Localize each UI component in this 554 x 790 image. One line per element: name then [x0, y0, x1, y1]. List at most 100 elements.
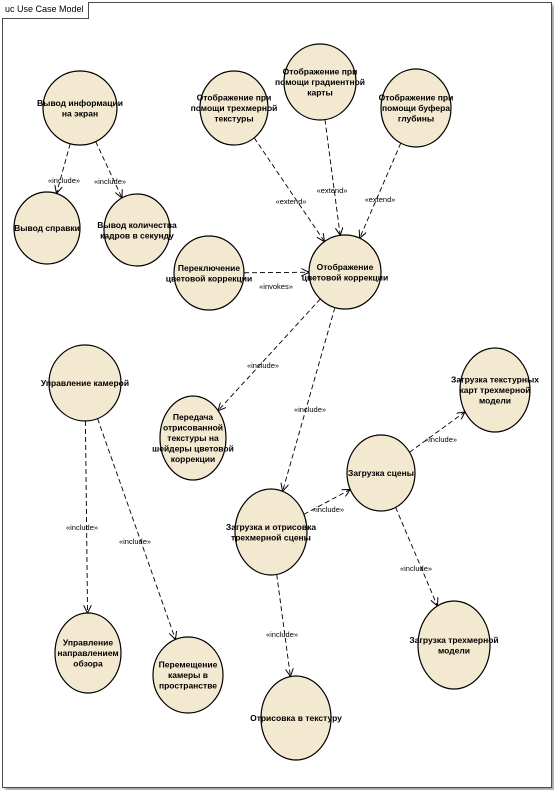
- usecase-ellipse[interactable]: [346, 434, 416, 512]
- usecase-label-line: Переключение: [178, 263, 240, 273]
- usecase-label: Отрисовка в текстуру: [250, 713, 342, 723]
- edge-gradmap-to-display_cc: [324, 119, 340, 236]
- usecase-label-line: Перемещение: [159, 660, 218, 670]
- usecase-ellipse[interactable]: [260, 675, 332, 761]
- edge-label-display_cc-to-pass_tex: «include»: [247, 361, 279, 370]
- usecase-ellipse[interactable]: [48, 344, 122, 422]
- edge-tex3d-to-display_cc: [253, 137, 324, 242]
- edge-label-camera-to-view_dir: «include»: [66, 523, 98, 532]
- usecase-load_scene[interactable]: Загрузка сцены: [346, 434, 416, 512]
- usecase-label-line: карт трехмерной: [459, 385, 530, 395]
- edge-label-load_scene-to-load_tex: «include»: [425, 435, 457, 444]
- usecase-render_tex[interactable]: Отрисовка в текстуру: [250, 675, 342, 761]
- usecase-label: Вывод справки: [14, 223, 80, 233]
- usecase-ellipse[interactable]: [173, 235, 245, 311]
- diagram-title-tab: uc Use Case Model: [2, 2, 89, 19]
- usecase-label-line: Загрузка сцены: [348, 468, 414, 478]
- edges-layer: «include» «include» «extend» «extend» «exten…: [48, 119, 465, 677]
- usecase-label-line: шейдеры цветовой: [152, 444, 234, 454]
- usecase-label-line: камеры в: [168, 670, 208, 680]
- edge-label-load_render-to-render_tex: «include»: [266, 630, 298, 639]
- usecase-ellipse[interactable]: [152, 636, 224, 714]
- usecase-label-line: на экран: [62, 108, 98, 118]
- usecase-label: Управление камерой: [41, 378, 129, 388]
- edge-camera-to-cam_move: [97, 418, 176, 640]
- usecase-label-line: обзора: [73, 659, 103, 669]
- edge-camera-to-view_dir: [85, 420, 87, 613]
- usecase-label-line: карты: [307, 88, 332, 98]
- usecase-camera[interactable]: Управление камерой: [41, 344, 129, 422]
- usecase-label-line: Загрузка текстурных: [451, 375, 539, 385]
- usecase-ellipse[interactable]: [13, 191, 81, 265]
- usecase-label-line: помощи градиентной: [275, 77, 365, 87]
- usecase-label-line: Отображение при: [197, 93, 272, 103]
- usecase-label-line: Загрузка трехмерной: [409, 635, 498, 645]
- usecase-label-line: Вывод количества: [97, 220, 177, 230]
- usecase-label-line: пространстве: [159, 681, 217, 691]
- usecase-label-line: модели: [479, 396, 511, 406]
- edge-load_scene-to-load_tex: [409, 412, 465, 453]
- usecase-label-line: Управление: [63, 638, 114, 648]
- edge-load_render-to-load_scene: [303, 489, 351, 515]
- edge-label-gradmap-to-display_cc: «extend»: [317, 186, 348, 195]
- usecase-ellipse[interactable]: [42, 70, 118, 146]
- edge-load_scene-to-load_model: [395, 507, 438, 606]
- usecase-label-line: кадров в секунду: [100, 230, 174, 240]
- usecase-ellipse[interactable]: [234, 488, 308, 576]
- usecase-label-line: Отображение: [317, 262, 374, 272]
- usecase-label-line: трехмерной сцены: [231, 532, 311, 542]
- usecase-label-line: коррекции: [171, 454, 215, 464]
- usecase-ellipse[interactable]: [308, 234, 382, 310]
- usecase-ellipse[interactable]: [103, 193, 171, 267]
- edge-label-display_cc-to-load_render: «include»: [294, 405, 326, 414]
- edge-label-depthbuf-to-display_cc: «extend»: [365, 195, 396, 204]
- usecase-label-line: Вывод информации: [37, 98, 123, 108]
- usecase-ellipse[interactable]: [283, 43, 357, 121]
- edge-load_render-to-render_tex: [276, 574, 291, 676]
- usecase-ellipse[interactable]: [380, 68, 452, 148]
- usecase-ellipse[interactable]: [159, 395, 227, 481]
- usecase-ellipse[interactable]: [417, 600, 491, 690]
- usecase-label: Загрузка сцены: [348, 468, 414, 478]
- usecase-ellipse[interactable]: [54, 612, 122, 694]
- usecase-label-line: помощи буфера: [382, 103, 450, 113]
- edge-label-output_info-to-fps: «include»: [94, 177, 126, 186]
- edge-label-load_render-to-load_scene: «include»: [312, 505, 344, 514]
- usecase-ellipse[interactable]: [199, 70, 269, 146]
- usecase-label-line: глубины: [398, 114, 434, 124]
- edge-label-output_info-to-help: «include»: [48, 176, 80, 185]
- edge-depthbuf-to-display_cc: [360, 142, 402, 238]
- usecase-ellipse[interactable]: [459, 347, 531, 433]
- edge-label-switch_cc-to-display_cc: «invokes»: [259, 282, 293, 291]
- edge-label-tex3d-to-display_cc: «extend»: [276, 197, 307, 206]
- edge-output_info-to-help: [56, 143, 71, 194]
- usecase-help[interactable]: Вывод справки: [13, 191, 81, 265]
- usecase-label-line: помощи трехмерной: [191, 103, 278, 113]
